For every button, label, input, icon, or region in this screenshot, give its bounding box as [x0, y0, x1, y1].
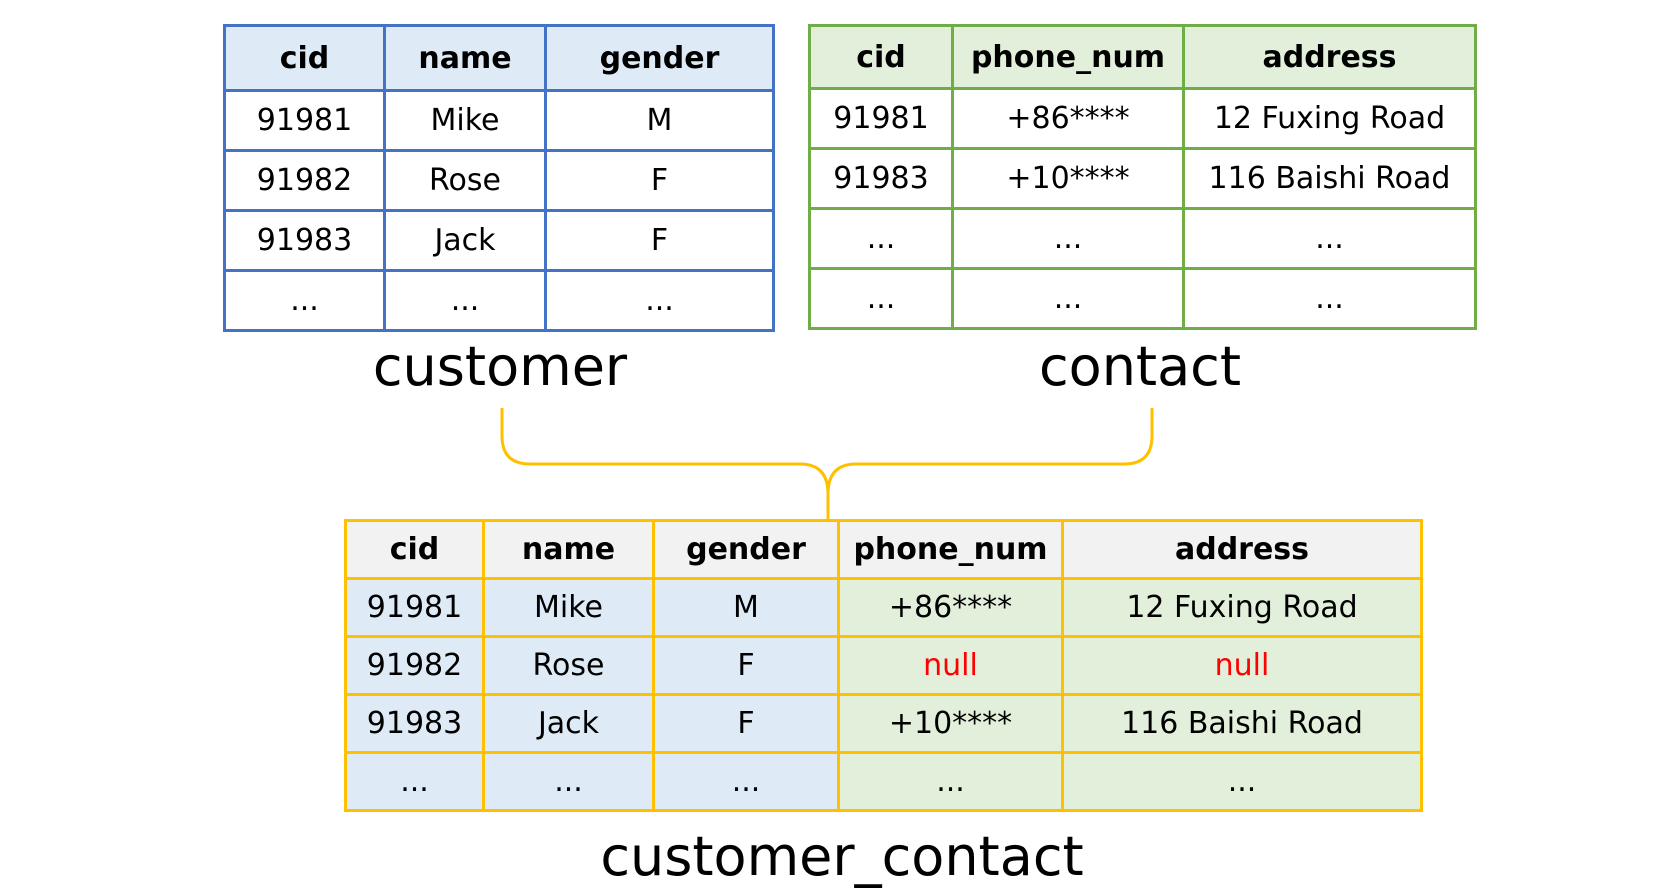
- column-header: cid: [344, 519, 485, 580]
- table-row: ... ... ...: [808, 267, 1477, 330]
- table-row: 91983 +10**** 116 Baishi Road: [808, 147, 1477, 210]
- table-cell: +10****: [837, 693, 1064, 754]
- table-cell: F: [652, 635, 840, 696]
- table-row: 91982 Rose F: [223, 149, 775, 212]
- table-cell: 12 Fuxing Road: [1182, 87, 1477, 150]
- table-cell: ...: [383, 269, 547, 332]
- table-cell: Mike: [482, 577, 655, 638]
- table-cell: ...: [1182, 267, 1477, 330]
- table-cell: F: [544, 149, 775, 212]
- table-cell: +86****: [837, 577, 1064, 638]
- column-header: phone_num: [951, 24, 1185, 90]
- table-cell: 116 Baishi Road: [1061, 693, 1423, 754]
- table-cell: F: [652, 693, 840, 754]
- table-row: 91981 +86**** 12 Fuxing Road: [808, 87, 1477, 150]
- column-header: phone_num: [837, 519, 1064, 580]
- table-cell: 91983: [344, 693, 485, 754]
- column-header: name: [383, 24, 547, 92]
- table-row: ... ... ... ... ...: [344, 751, 1423, 812]
- table-cell: Rose: [383, 149, 547, 212]
- table-cell: ...: [951, 207, 1185, 270]
- table-cell: 91982: [223, 149, 386, 212]
- table-cell: ...: [951, 267, 1185, 330]
- column-header: cid: [223, 24, 386, 92]
- table-cell: 91983: [808, 147, 954, 210]
- table-cell: Rose: [482, 635, 655, 696]
- column-header: address: [1061, 519, 1423, 580]
- table-cell: ...: [808, 267, 954, 330]
- table-cell: F: [544, 209, 775, 272]
- contact-table: cid phone_num address 91981 +86**** 12 F…: [808, 24, 1477, 330]
- table-row: 91983 Jack F: [223, 209, 775, 272]
- table-cell: 91981: [344, 577, 485, 638]
- table-header-row: cid phone_num address: [808, 24, 1477, 90]
- column-header: cid: [808, 24, 954, 90]
- table-header-row: cid name gender: [223, 24, 775, 92]
- table-cell: +10****: [951, 147, 1185, 210]
- table-cell: 12 Fuxing Road: [1061, 577, 1423, 638]
- table-cell: 116 Baishi Road: [1182, 147, 1477, 210]
- table-cell: 91982: [344, 635, 485, 696]
- column-header: gender: [544, 24, 775, 92]
- table-cell: 91981: [808, 87, 954, 150]
- table-cell: M: [652, 577, 840, 638]
- table-cell: Jack: [482, 693, 655, 754]
- customer-contact-table: cid name gender phone_num address 91981 …: [344, 519, 1423, 812]
- customer-table: cid name gender 91981 Mike M 91982 Rose …: [223, 24, 775, 332]
- table-cell: ...: [344, 751, 485, 812]
- table-row: 91983 Jack F +10**** 116 Baishi Road: [344, 693, 1423, 754]
- table-cell: M: [544, 89, 775, 152]
- join-brace-curve: [500, 408, 1154, 519]
- table-row: ... ... ...: [223, 269, 775, 332]
- table-cell: ...: [223, 269, 386, 332]
- table-cell: ...: [1061, 751, 1423, 812]
- table-row: 91981 Mike M +86**** 12 Fuxing Road: [344, 577, 1423, 638]
- table-cell: ...: [544, 269, 775, 332]
- table-cell: Mike: [383, 89, 547, 152]
- table-cell: 91983: [223, 209, 386, 272]
- null-cell: null: [837, 635, 1064, 696]
- table-header-row: cid name gender phone_num address: [344, 519, 1423, 580]
- table-cell: Jack: [383, 209, 547, 272]
- table-cell: 91981: [223, 89, 386, 152]
- customer-table-caption: customer: [372, 335, 628, 398]
- table-cell: ...: [482, 751, 655, 812]
- table-row: 91981 Mike M: [223, 89, 775, 152]
- table-row: ... ... ...: [808, 207, 1477, 270]
- null-cell: null: [1061, 635, 1423, 696]
- column-header: address: [1182, 24, 1477, 90]
- table-cell: ...: [808, 207, 954, 270]
- column-header: name: [482, 519, 655, 580]
- column-header: gender: [652, 519, 840, 580]
- table-cell: ...: [837, 751, 1064, 812]
- table-cell: ...: [652, 751, 840, 812]
- customer-contact-table-caption: customer_contact: [600, 825, 1084, 888]
- table-cell: ...: [1182, 207, 1477, 270]
- table-cell: +86****: [951, 87, 1185, 150]
- table-row: 91982 Rose F null null: [344, 635, 1423, 696]
- contact-table-caption: contact: [1038, 335, 1242, 398]
